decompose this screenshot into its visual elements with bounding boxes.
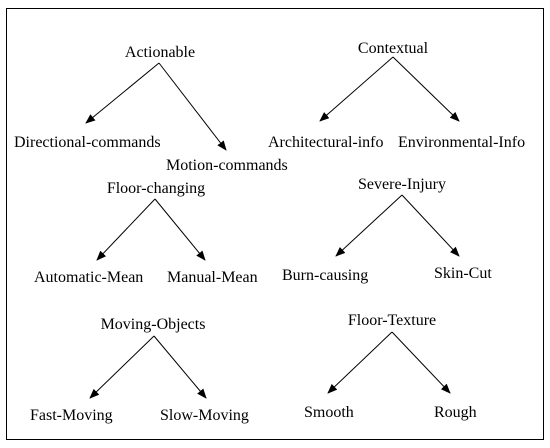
node-floor-texture: Floor-Texture (347, 312, 437, 329)
node-moving-objects: Moving-Objects (100, 316, 206, 333)
node-automatic-mean: Automatic-Mean (34, 269, 144, 286)
arrow-floor-changing-right (154, 198, 206, 261)
arrow-moving-objects-right (153, 335, 207, 399)
node-floor-changing: Floor-changing (106, 180, 206, 197)
arrow-actionable-right (158, 62, 227, 151)
node-architectural-info: Architectural-info (268, 134, 384, 151)
node-actionable: Actionable (124, 44, 196, 61)
arrow-floor-texture-left (327, 331, 393, 394)
arrow-floor-changing-left (96, 198, 156, 261)
arrow-severe-injury-right (401, 194, 460, 257)
arrow-actionable-left (85, 62, 160, 124)
node-contextual: Contextual (357, 40, 429, 57)
node-slow-moving: Slow-Moving (160, 407, 249, 424)
node-severe-injury: Severe-Injury (358, 176, 446, 193)
node-skin-cut: Skin-Cut (434, 265, 492, 282)
node-manual-mean: Manual-Mean (167, 269, 258, 286)
node-fast-moving: Fast-Moving (30, 407, 113, 424)
node-burn-causing: Burn-causing (282, 267, 369, 284)
arrow-floor-texture-right (391, 331, 451, 394)
node-motion-commands: Motion-commands (166, 157, 288, 174)
node-environmental-info: Environmental-Info (398, 134, 526, 151)
arrow-severe-injury-left (335, 194, 403, 257)
node-smooth: Smooth (304, 404, 354, 421)
node-rough: Rough (434, 404, 477, 421)
arrow-moving-objects-left (89, 335, 155, 399)
arrow-contextual-left (319, 56, 394, 122)
arrow-contextual-right (392, 56, 460, 122)
node-directional-commands: Directional-commands (14, 134, 161, 151)
diagram-frame (6, 8, 544, 440)
